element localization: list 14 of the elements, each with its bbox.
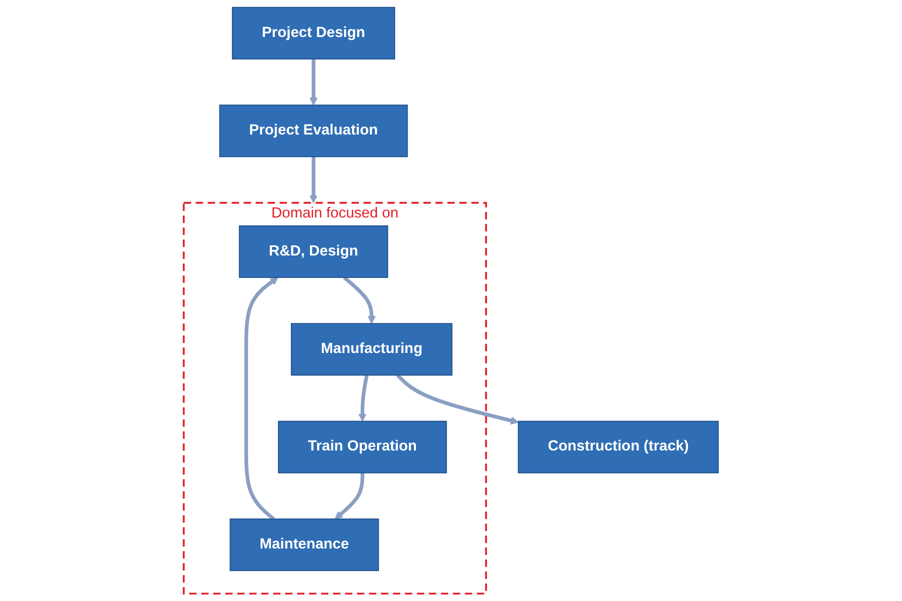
- arrow: [358, 374, 369, 422]
- arrow: [309, 59, 318, 106]
- node-box: Project Design: [232, 6, 396, 60]
- arrow: [334, 472, 364, 520]
- arrow: [343, 276, 376, 324]
- node-box: Manufacturing: [290, 323, 452, 376]
- node-box: Train Operation: [278, 420, 447, 474]
- node-box: Maintenance: [230, 518, 379, 572]
- arrow: [244, 277, 278, 520]
- arrow: [309, 156, 318, 204]
- node-box: Construction (track): [518, 420, 719, 474]
- node-box: Project Evaluation: [219, 104, 408, 158]
- node-box: R&D, Design: [238, 225, 388, 278]
- arrow: [396, 374, 519, 425]
